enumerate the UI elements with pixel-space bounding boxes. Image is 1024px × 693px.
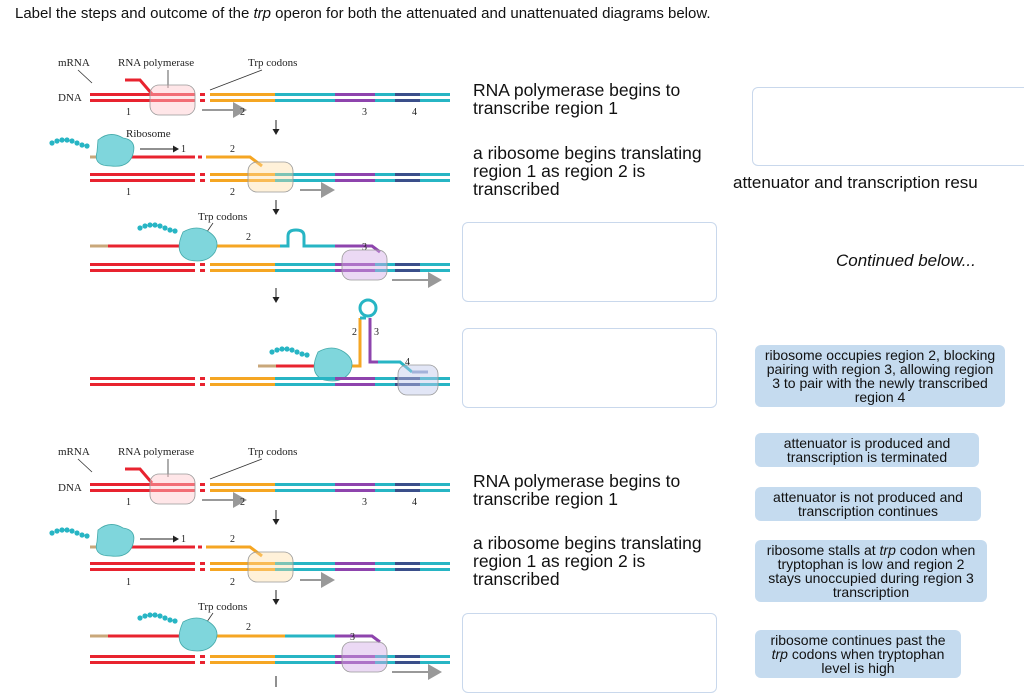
svg-text:2: 2 (230, 534, 235, 545)
panel-5: mRNA RNA polymerase Trp codons DNA 1 2 3… (58, 446, 450, 525)
svg-text:3: 3 (362, 242, 367, 253)
svg-text:Trp codons: Trp codons (248, 57, 297, 69)
svg-text:RNA polymerase: RNA polymerase (118, 57, 194, 69)
svg-text:2: 2 (352, 327, 357, 338)
svg-text:Trp codons: Trp codons (198, 601, 247, 613)
svg-text:3: 3 (362, 107, 367, 118)
step-drop-zone-3[interactable] (462, 222, 717, 302)
panel-1: mRNA RNA polymerase Trp codons DNA 1 2 3… (58, 57, 450, 135)
svg-text:1: 1 (126, 577, 131, 588)
svg-text:1: 1 (126, 497, 131, 508)
panel-7: Trp codons 2 3 (90, 601, 450, 687)
svg-text:2: 2 (230, 144, 235, 155)
svg-text:1: 1 (181, 144, 186, 155)
svg-text:1: 1 (181, 534, 186, 545)
answer-tile-ribosome-continues[interactable]: ribosome continues past the trp codons w… (755, 630, 961, 678)
answer-tile-occupies-region-2[interactable]: ribosome occupies region 2, blocking pai… (755, 345, 1005, 407)
svg-text:4: 4 (412, 107, 417, 118)
step-drop-zone-7[interactable] (462, 613, 717, 693)
svg-text:3: 3 (350, 632, 355, 643)
svg-text:2: 2 (240, 107, 245, 118)
svg-text:Trp codons: Trp codons (248, 446, 297, 458)
trp-operon-diagram: mRNA RNA polymerase Trp codons DNA 1 2 3… (49, 57, 450, 687)
svg-text:2: 2 (246, 622, 251, 633)
svg-text:mRNA: mRNA (58, 446, 90, 458)
svg-text:1: 1 (126, 187, 131, 198)
svg-text:2: 2 (246, 232, 251, 243)
step-label-2: a ribosome begins translating region 1 a… (473, 143, 702, 199)
answer-tile-ribosome-stalls[interactable]: ribosome stalls at trp codon when trypto… (755, 540, 987, 602)
svg-text:4: 4 (412, 497, 417, 508)
answer-tile-attenuator-produced[interactable]: attenuator is produced and transcription… (755, 433, 979, 467)
answer-tile-attenuator-not-produced[interactable]: attenuator is not produced and transcrip… (755, 487, 981, 521)
svg-text:3: 3 (374, 327, 379, 338)
svg-text:DNA: DNA (58, 92, 82, 104)
svg-text:RNA polymerase: RNA polymerase (118, 446, 194, 458)
svg-text:1: 1 (126, 107, 131, 118)
step-label-1: RNA polymerase begins to transcribe regi… (473, 80, 681, 118)
panel-4: 2 3 4 (90, 298, 450, 396)
result-label: attenuator and transcription resu (733, 173, 978, 192)
continued-below-text: Continued below... (836, 251, 976, 270)
panel-3: Trp codons 2 3 (90, 211, 450, 303)
result-drop-zone[interactable] (752, 87, 1024, 166)
panel-6: 1 2 1 2 (49, 524, 450, 605)
svg-text:4: 4 (405, 357, 410, 368)
panel-2: Ribosome 1 2 1 2 (49, 128, 450, 215)
svg-text:DNA: DNA (58, 482, 82, 494)
svg-text:2: 2 (230, 187, 235, 198)
step-label-1-second: RNA polymerase begins to transcribe regi… (473, 471, 681, 509)
svg-text:2: 2 (230, 577, 235, 588)
svg-text:2: 2 (240, 497, 245, 508)
instruction-text: Label the steps and outcome of the trp o… (15, 5, 711, 22)
svg-text:Ribosome: Ribosome (126, 128, 171, 140)
step-drop-zone-4[interactable] (462, 328, 717, 408)
svg-text:Trp codons: Trp codons (198, 211, 247, 223)
step-label-2-second: a ribosome begins translating region 1 a… (473, 533, 702, 589)
svg-text:3: 3 (362, 497, 367, 508)
svg-text:mRNA: mRNA (58, 57, 90, 69)
